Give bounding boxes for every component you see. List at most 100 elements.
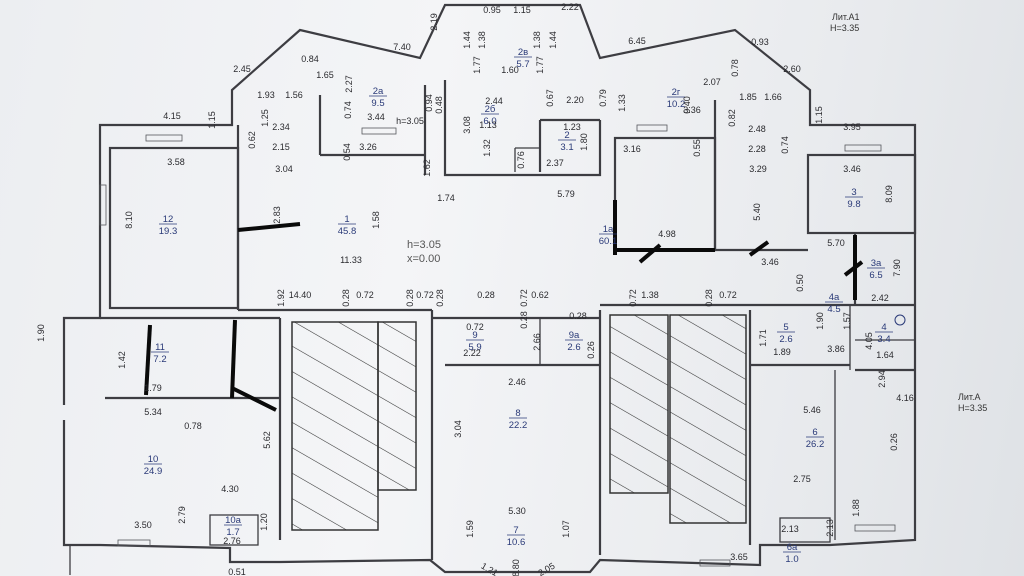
room-area: 10.2 bbox=[667, 99, 686, 110]
dimension-label: 5.46 bbox=[803, 405, 821, 415]
dimension-label: 1.79 bbox=[144, 383, 162, 393]
room-label-6: 626.2 bbox=[806, 427, 825, 450]
dimension-label: 0.76 bbox=[516, 151, 526, 169]
room-area: 2.6 bbox=[567, 342, 580, 353]
dimension-label: 2.45 bbox=[233, 64, 251, 74]
dimension-label: 2.27 bbox=[344, 75, 354, 93]
lit-a-label: Лит.А Н=3.35 bbox=[958, 392, 987, 413]
dimension-label: 3.86 bbox=[827, 344, 845, 354]
room-number: 2б bbox=[485, 104, 496, 115]
room-number: 2а bbox=[373, 86, 384, 97]
dimension-label: 0.51 bbox=[228, 567, 246, 576]
dimension-label: 1.38 bbox=[641, 290, 659, 300]
dimension-label: 2.94 bbox=[877, 370, 887, 388]
dimension-label: 0.67 bbox=[545, 89, 555, 107]
dimension-label: 1.23 bbox=[563, 122, 581, 132]
dimension-label: 2.22 bbox=[561, 2, 579, 12]
room-number: 2в bbox=[518, 47, 528, 58]
dimension-label: 2.37 bbox=[546, 158, 564, 168]
dimension-label: 2.07 bbox=[703, 77, 721, 87]
lit-a1-name: Лит.А1 bbox=[832, 12, 860, 22]
dimension-label: 1.25 bbox=[260, 109, 270, 127]
room-area: 6.0 bbox=[483, 116, 496, 127]
marker-lines bbox=[144, 200, 864, 412]
dimension-label: 3.36 bbox=[683, 105, 701, 115]
dimension-label: 0.72 bbox=[719, 290, 737, 300]
dimension-label: 0.28 bbox=[477, 290, 495, 300]
dimension-label: 0.54 bbox=[342, 143, 352, 161]
room-label-9а: 9а2.6 bbox=[565, 330, 583, 353]
dimension-label: 1.59 bbox=[465, 520, 475, 538]
dimension-label: 0.26 bbox=[586, 341, 596, 359]
dimension-label: 3.95 bbox=[843, 122, 861, 132]
dimension-label: 3.04 bbox=[275, 164, 293, 174]
dimension-label: 1.90 bbox=[815, 312, 825, 330]
room-area: 10.6 bbox=[507, 537, 526, 548]
dimension-label: 1.64 bbox=[876, 350, 894, 360]
dimension-label: 1.13 bbox=[479, 120, 497, 130]
room-number: 4а bbox=[829, 292, 840, 303]
dimension-label: 2.05 bbox=[536, 561, 556, 576]
dimension-label: 1.44 bbox=[462, 31, 472, 49]
dimension-label: 0.28 bbox=[519, 311, 529, 329]
dimension-label: 1.77 bbox=[472, 56, 482, 74]
room-label-3: 39.8 bbox=[845, 187, 863, 210]
dimension-label: 1.85 bbox=[739, 92, 757, 102]
room-number: 10а bbox=[225, 515, 242, 526]
dimension-label: 0.94 bbox=[424, 94, 434, 112]
room-area: 3.4 bbox=[877, 334, 890, 345]
hatched-structures bbox=[291, 314, 747, 531]
dimension-label: 2.66 bbox=[532, 333, 542, 351]
room-area: 9.8 bbox=[847, 199, 860, 210]
room-number: 7 bbox=[513, 525, 518, 536]
room-label-4: 43.4 bbox=[875, 322, 893, 345]
dimension-label: 1.80 bbox=[579, 133, 589, 151]
dimension-label: 0.82 bbox=[727, 109, 737, 127]
dimension-label: 1.74 bbox=[437, 193, 455, 203]
dimension-label: 1.57 bbox=[842, 312, 852, 330]
dimension-label: 1.42 bbox=[117, 351, 127, 369]
dimension-label: 4.05 bbox=[864, 332, 874, 350]
dimension-label: 3.58 bbox=[167, 157, 185, 167]
dimension-label: 3.50 bbox=[134, 520, 152, 530]
room-label-5: 52.6 bbox=[777, 322, 795, 345]
room-label-3а: 3а6.5 bbox=[867, 258, 885, 281]
center-x-note: x=0.00 bbox=[407, 253, 440, 265]
dimension-label: 3.04 bbox=[453, 420, 463, 438]
dimension-label: 5.40 bbox=[752, 203, 762, 221]
room-number: 4 bbox=[881, 322, 886, 333]
dimension-label: 11.33 bbox=[340, 255, 362, 265]
room-number: 12 bbox=[163, 214, 174, 225]
dimension-label: 1.58 bbox=[371, 211, 381, 229]
room-area: 26.2 bbox=[806, 439, 825, 450]
dimension-label: 0.72 bbox=[416, 290, 434, 300]
dimension-label: 3.65 bbox=[730, 552, 748, 562]
room-number: 2 bbox=[564, 130, 569, 141]
dimension-label: 0.48 bbox=[434, 96, 444, 114]
dimension-label: 3.08 bbox=[462, 116, 472, 134]
dimension-label: 7.40 bbox=[393, 42, 411, 52]
room-area: 19.3 bbox=[159, 226, 178, 237]
room-number: 10 bbox=[148, 454, 159, 465]
dimension-label: 0.84 bbox=[301, 54, 319, 64]
dimension-label: 1.92 bbox=[276, 289, 286, 307]
room-area: 3.1 bbox=[560, 142, 573, 153]
room-area: 6.5 bbox=[869, 270, 882, 281]
dimension-label: 2.28 bbox=[748, 144, 766, 154]
dimension-label: 5.30 bbox=[508, 506, 526, 516]
dimension-label: 4.15 bbox=[163, 111, 181, 121]
dimension-label: 0.72 bbox=[519, 289, 529, 307]
room-area: 5.9 bbox=[468, 342, 481, 353]
dimension-label: 0.40 bbox=[682, 96, 692, 114]
dimension-label: 2.19 bbox=[429, 13, 439, 31]
dimension-label: 1.15 bbox=[513, 5, 531, 15]
room-label-2: 23.1 bbox=[558, 130, 576, 153]
dimension-label: 1.77 bbox=[535, 56, 545, 74]
room-area: 2.6 bbox=[779, 334, 792, 345]
dimension-label: 1.07 bbox=[561, 520, 571, 538]
dimension-label: 0.62 bbox=[531, 290, 549, 300]
